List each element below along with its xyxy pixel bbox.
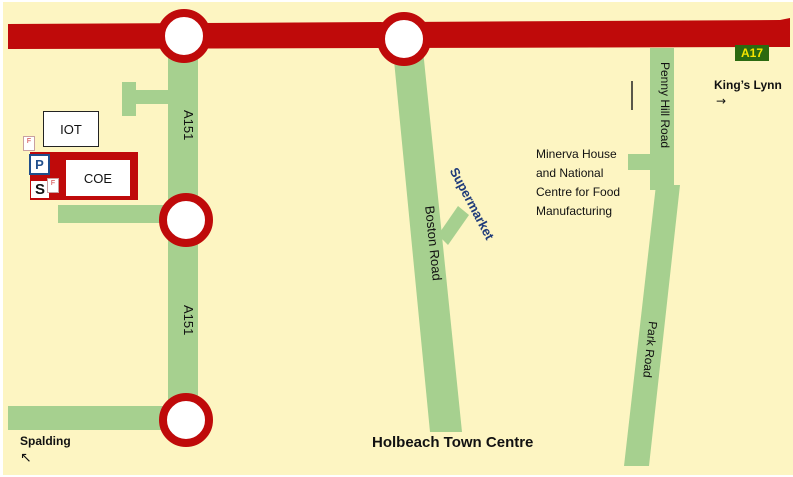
spalding-arrow-icon: ↖ — [20, 450, 32, 466]
roundabout-bottom-a151 — [159, 393, 213, 447]
roundabouts — [157, 9, 431, 447]
roundabout-top-boston — [377, 12, 431, 66]
penny-hill-road-label: Penny Hill Road — [658, 62, 672, 149]
spur-top-left — [125, 90, 170, 104]
supermarket-spur — [438, 206, 469, 245]
minerva-label-line-4: Manufacturing — [536, 204, 613, 218]
roundabout-top-a151 — [157, 9, 211, 63]
spalding-label: Spalding — [20, 434, 71, 448]
spur-top-left-stem — [122, 82, 136, 116]
coe-access-road — [58, 205, 170, 223]
park-road — [624, 185, 680, 466]
iot-building: IOT — [43, 111, 99, 147]
minerva-spur — [628, 154, 654, 170]
minerva-label-line-3: Centre for Food — [536, 185, 621, 199]
holbeach-town-centre-label: Holbeach Town Centre — [372, 434, 534, 451]
f-marker-icon-2: F — [47, 178, 59, 193]
spalding-road — [8, 406, 168, 430]
minerva-label-line-1: Minerva House — [536, 147, 617, 161]
kings-lynn-arrow-icon: → — [716, 94, 727, 108]
a151-south-label: A151 — [181, 305, 196, 336]
coe-building: COE — [66, 160, 130, 196]
roundabout-middle-a151 — [159, 193, 213, 247]
minerva-label-line-2: and National — [536, 166, 604, 180]
kings-lynn-label: King’s Lynn — [714, 78, 782, 92]
a17-badge: A17 — [735, 45, 769, 61]
boston-road — [393, 50, 462, 432]
parking-icon: P — [29, 154, 50, 175]
a151-north-label: A151 — [181, 110, 196, 141]
s-marker-icon: S — [31, 178, 49, 198]
f-marker-icon-1: F — [23, 136, 35, 151]
